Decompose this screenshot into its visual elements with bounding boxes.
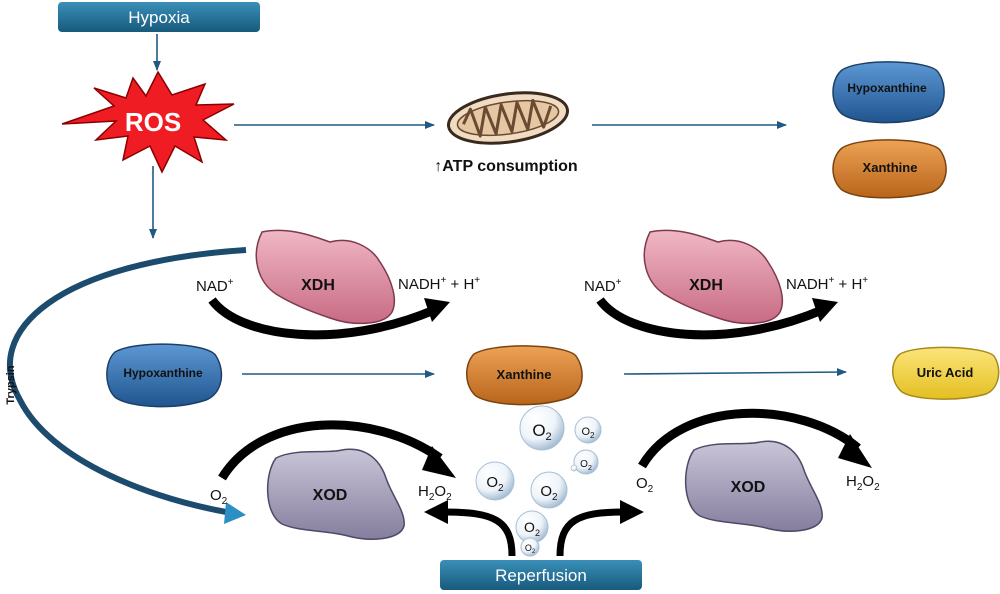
reperfusion-label: Reperfusion (495, 566, 587, 585)
xanthine-mid-blob: Xanthine (466, 345, 583, 406)
ros-burst: ROS (61, 70, 235, 174)
xod-enzyme-left: XOD (266, 448, 405, 540)
trypsin-arrowhead (224, 502, 246, 524)
hypoxia-banner-box (58, 2, 260, 32)
xdh-enzyme-right: XDH (643, 229, 784, 325)
hypoxia-banner: Hypoxia (58, 2, 260, 32)
hypoxanthine-top-label: Hypoxanthine (847, 81, 927, 95)
xod-left-label: XOD (313, 487, 348, 504)
xdh-right-curved-arrow (596, 297, 824, 340)
nad-right-label: NAD+ (584, 277, 622, 295)
xod-right-label: XOD (731, 479, 766, 496)
xod-right-arrowhead (838, 434, 872, 468)
atp-consumption-label: ↑ATP consumption (434, 158, 577, 175)
reperfusion-banner: Reperfusion (440, 560, 642, 590)
xanthine-top-blob: Xanthine (832, 139, 947, 199)
xdh-right-label: XDH (689, 277, 723, 294)
ros-label: ROS (125, 107, 181, 137)
xanthine-mid-label: Xanthine (497, 367, 552, 382)
o2-bubble-label: O2 (581, 426, 595, 440)
o2-bubble-label: O2 (486, 474, 504, 494)
tiny-bubble (570, 464, 578, 472)
o2-bubble (574, 416, 602, 444)
xdh-left-label: XDH (301, 277, 335, 294)
hypoxia-label: Hypoxia (128, 8, 190, 27)
o2-bubble (519, 405, 565, 451)
xod-left-curved-arrow (218, 420, 443, 481)
o2-bubble (530, 471, 568, 509)
uric-acid-label: Uric Acid (917, 365, 974, 380)
h2o2-left-label: H2O2 (418, 483, 452, 503)
xod-right-curved-arrow (638, 408, 861, 469)
o2-bubble (475, 461, 515, 501)
nadh-right-label: NADH+ + H+ (786, 275, 868, 293)
o2-bubble (573, 449, 599, 475)
o2-bubble-label: O2 (524, 519, 540, 538)
reperfusion-banner-box (440, 560, 642, 590)
reperfusion-left-arrowhead (424, 500, 448, 524)
xod-left-arrowhead (422, 446, 456, 478)
o2-bubble-label: O2 (580, 459, 592, 472)
reperfusion-left-arrow (443, 508, 516, 557)
xanthine-to-uric-acid-arrow (623, 368, 847, 377)
uric-acid-blob: Uric Acid (892, 346, 1000, 400)
xdh-enzyme-left: XDH (255, 229, 396, 325)
reperfusion-right-arrow (556, 508, 625, 557)
xdh-left-curved-arrow (208, 297, 436, 340)
hypoxanthine-mid-label: Hypoxanthine (123, 366, 203, 380)
nad-left-label: NAD+ (196, 277, 234, 295)
reperfusion-right-arrowhead (620, 500, 644, 524)
mitochondrion-icon (446, 91, 570, 145)
o2-bubble (520, 537, 540, 557)
h2o2-right-label: H2O2 (846, 473, 880, 493)
o2-bubble-label: O2 (540, 483, 558, 503)
hypoxanthine-mid-blob: Hypoxanthine (106, 343, 223, 408)
hypoxanthine-top-blob: Hypoxanthine (832, 61, 945, 124)
xod-enzyme-right: XOD (684, 440, 823, 532)
o2-bubble-label: O2 (532, 421, 551, 443)
xanthine-top-label: Xanthine (863, 160, 918, 175)
nadh-left-label: NADH+ + H+ (398, 275, 480, 293)
xdh-left-arrowhead (424, 298, 450, 322)
trypsin-label: Trypsin (5, 365, 17, 404)
oxygen-bubbles: O2 O2 O2 O2 O2 O2 O2 (475, 405, 602, 557)
o2-bubble-label: O2 (525, 543, 536, 555)
o2-left-label: O2 (210, 487, 228, 507)
ros-starburst-shape (61, 70, 235, 174)
o2-right-label: O2 (636, 475, 654, 495)
xdh-right-arrowhead (812, 298, 838, 322)
trypsin-conversion-arrow (7, 247, 247, 517)
